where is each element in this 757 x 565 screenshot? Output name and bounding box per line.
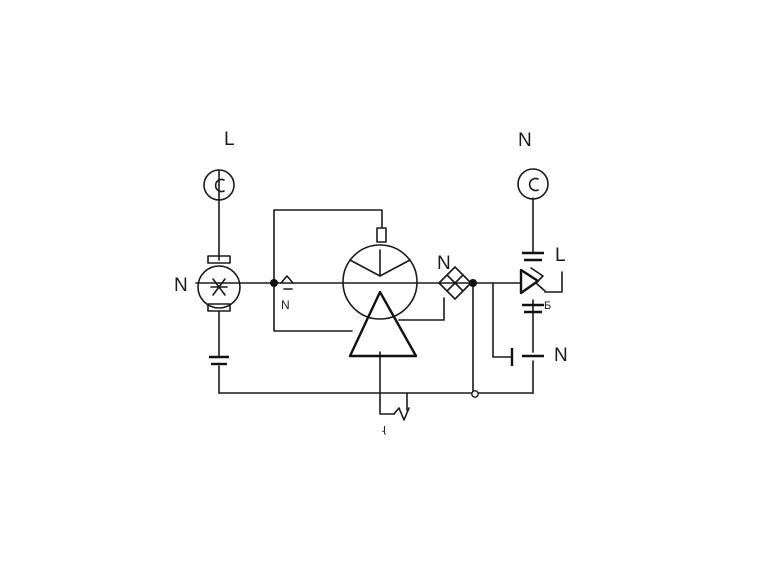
- label-right-top: L: [555, 245, 566, 266]
- left-capacitor: [209, 355, 229, 366]
- label-bottom-mark: ɻ: [382, 423, 386, 435]
- supply-circle-left: [203, 169, 235, 201]
- triangle-symbol: [348, 290, 418, 358]
- label-right-bottom: N: [554, 345, 568, 366]
- motor-brush-top: [207, 255, 231, 264]
- c-glyph-right: [528, 177, 539, 192]
- relay-zigzag-icon: [530, 267, 546, 292]
- c-glyph-left: [214, 178, 225, 193]
- right-relay: [519, 251, 546, 314]
- wire-right-contact: [544, 271, 563, 293]
- wire-left-loop: [273, 282, 353, 332]
- diamond-cross: [446, 274, 464, 292]
- label-center-switch: N: [281, 298, 290, 312]
- center-transformer-symbol: [342, 227, 418, 358]
- motor-symbol: [197, 255, 241, 312]
- supply-circle-right: [517, 168, 549, 200]
- label-left-supply: L: [224, 129, 235, 150]
- center-terminal-block: [376, 227, 387, 243]
- center-circle: [342, 244, 418, 320]
- motor-circle: [197, 265, 241, 309]
- junction-open-bottom: [471, 390, 479, 398]
- wire-center-tail: [379, 399, 395, 415]
- junction-dot-left: [270, 279, 278, 287]
- label-right-supply: N: [518, 130, 532, 151]
- label-diamond-terminal: N: [437, 253, 451, 274]
- right-battery: [510, 348, 544, 366]
- wire-battery-branch: [492, 282, 513, 358]
- label-right-relay-tag: Б: [544, 300, 552, 312]
- wire-triangle-tap: [398, 297, 445, 321]
- motor-brush-bottom: [207, 303, 231, 312]
- wires: [195, 169, 563, 415]
- left-supply-symbol: [203, 169, 235, 201]
- bottom-resistor-icon: [393, 407, 410, 421]
- diamond-shape: [438, 266, 472, 300]
- motor-winding-icon: [210, 278, 228, 296]
- right-supply-symbol: [517, 168, 549, 200]
- diamond-component: [438, 266, 472, 300]
- label-motor-terminal: N: [174, 275, 188, 296]
- switch-contact-symbol: [280, 275, 294, 290]
- relay-diode-icon: [519, 268, 540, 295]
- junction-dot-right: [469, 279, 477, 287]
- wire-top-loop: [273, 209, 383, 284]
- y-symbol: [349, 249, 411, 277]
